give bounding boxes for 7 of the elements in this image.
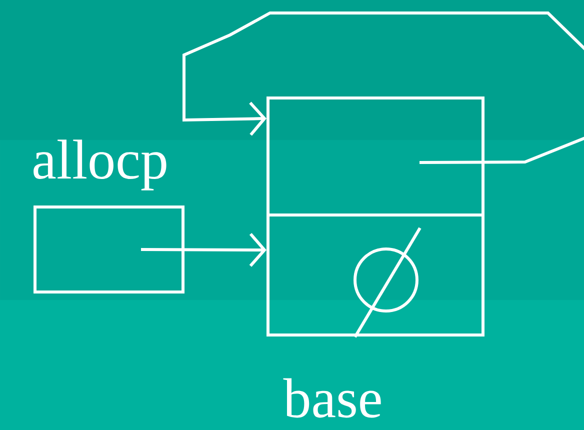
node-label: allocp [34, 140, 166, 190]
pointer-cell [266, 96, 484, 216]
arrow [182, 12, 584, 164]
arrow [141, 232, 266, 267]
pointer-cell [266, 214, 484, 336]
pointer-box: allocp [34, 140, 184, 294]
node-label: base [283, 378, 381, 418]
